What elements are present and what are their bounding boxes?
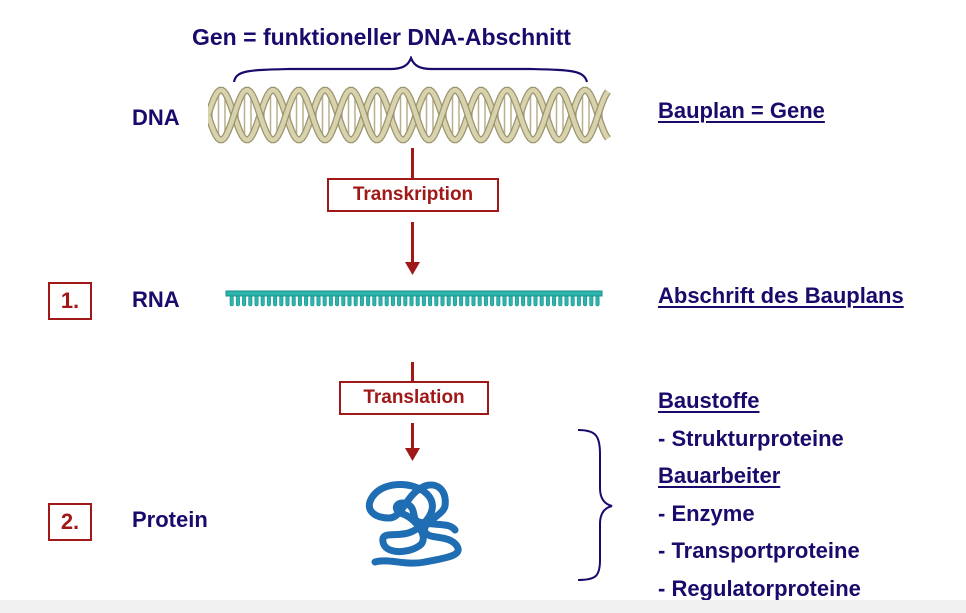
protein-label: Protein <box>132 507 208 532</box>
translation-label: Translation <box>363 387 465 408</box>
gene-span-brace <box>232 56 589 83</box>
step-2-badge: 2. <box>48 503 92 541</box>
function-item-enzyme: - Enzyme <box>658 501 755 526</box>
translation-arrow-top <box>411 362 414 382</box>
bottom-strip <box>0 600 966 613</box>
transcription-arrowhead-icon <box>405 262 420 275</box>
transcription-arrow-shaft <box>411 222 414 266</box>
group-heading-baustoffe: Baustoffe <box>658 388 760 413</box>
function-item-regulatorproteine: - Regulatorproteine <box>658 576 861 601</box>
gene-definition-title: Gen = funktioneller DNA-Abschnitt <box>192 24 571 50</box>
step-1-badge: 1. <box>48 282 92 320</box>
step-1-number: 1. <box>60 288 80 313</box>
transcription-label: Transkription <box>352 184 474 205</box>
folded-protein-structure <box>365 481 462 567</box>
step-2-number: 2. <box>60 509 80 534</box>
transcription-arrow-top <box>411 148 414 178</box>
rna-description: Abschrift des Bauplans <box>658 283 904 308</box>
rna-label: RNA <box>132 287 180 312</box>
dna-description: Bauplan = Gene <box>658 98 825 123</box>
function-item-transportproteine: - Transportproteine <box>658 538 860 563</box>
dna-label: DNA <box>132 105 180 130</box>
translation-arrowhead-icon <box>405 448 420 461</box>
group-heading-bauarbeiter: Bauarbeiter <box>658 463 781 488</box>
protein-functions-brace <box>577 429 613 581</box>
translation-box: Translation <box>339 381 489 415</box>
dna-double-helix <box>208 86 611 144</box>
function-item-strukturproteine: - Strukturproteine <box>658 426 844 451</box>
rna-strand <box>225 290 603 307</box>
transcription-box: Transkription <box>327 178 499 212</box>
translation-arrow-shaft <box>411 423 414 451</box>
